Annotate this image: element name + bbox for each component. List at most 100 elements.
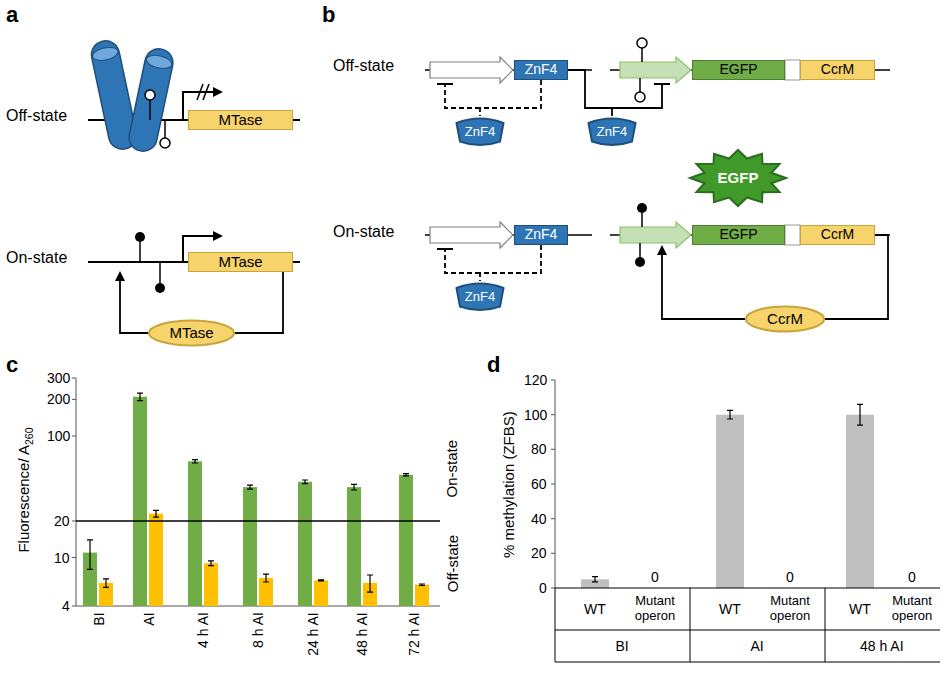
panel-letter: c [6,352,18,377]
node-label: CcrM [821,62,854,77]
state-label: On-state [333,223,394,241]
category-label: 72 h AI [406,612,422,656]
zinc-finger-protein: ZnF4 [587,116,637,148]
gene-box: ZnF4 [514,225,568,245]
lollipop-stem [639,78,641,92]
axis-title-text: Fluorescence/ A [14,445,31,553]
error-bars [87,393,425,592]
arrowhead [115,271,125,281]
repression-line [445,84,480,108]
promoter-block [620,57,691,83]
bar-green [133,397,147,606]
panel-letter: a [6,2,18,27]
repression-bar [437,248,453,250]
methylated-site [635,257,645,267]
arrowhead [657,245,667,255]
bar-green [188,461,202,606]
tick-label: 100 [524,407,547,423]
lollipop-stem [639,243,641,257]
lollipop-stem [159,262,161,283]
table-cell: Mutant operon [762,594,818,624]
gene-box: MTase [188,252,293,272]
y-ticks [72,378,76,606]
bar-grey [846,415,874,588]
lollipop-stem [164,120,166,138]
bar-green [243,487,257,606]
node-label: MTase [169,325,213,342]
enzyme-oval: CcrM [745,306,825,332]
gene-box: EGFP [692,60,785,80]
bar-grey [716,415,744,588]
node-label: EGFP [719,227,757,242]
tick-label: 20 [531,545,547,561]
gene-box: CcrM [800,225,875,245]
tick-label: 10 [54,550,70,566]
repressor-helix [126,46,175,154]
y-axis [76,378,77,606]
tick-label: 100 [47,428,70,444]
node-label: ZnF4 [597,125,627,139]
blocked-slash [203,84,209,100]
unmethylated-site [160,138,170,148]
category-label: 48 h AI [354,612,370,656]
protein-shape [457,119,504,146]
unmethylated-site [145,90,155,100]
state-label: Off-state [333,57,394,75]
protein-shape [457,284,504,311]
repression-line [612,84,662,108]
table-cell: BI [616,638,629,654]
arrowhead [213,231,223,241]
connector [480,245,541,281]
category-label: AI [140,612,156,625]
gene-box: EGFP [692,225,785,245]
node-label: MTase [218,112,262,129]
y-ticks [551,380,555,588]
state-label: On-state [443,439,460,497]
node-label: EGFP [719,62,757,77]
axis-title-subscript: 260 [22,427,34,445]
repression-bar [437,83,453,85]
panel-letter: b [322,2,335,27]
bar-yellow [415,585,429,606]
node-label: ZnF4 [465,125,495,139]
lollipop-stem [139,242,141,262]
category-label: BI [90,612,106,625]
repressor-helix-top [145,53,173,70]
connector [480,80,541,116]
node-label: ZnF4 [465,290,495,304]
tick-label: 20 [54,513,70,529]
table-cell: Mutant operon [627,594,683,624]
node-label: ZnF4 [525,62,558,77]
repression-line [445,249,480,273]
table-lines [555,588,940,662]
axis-title: Fluorescence/ A260 [14,427,34,552]
axis-title: % methylation (ZFBS) [499,411,516,558]
bar-yellow [204,563,218,606]
zinc-finger-protein: ZnF4 [455,281,505,313]
burst-shape [690,150,786,206]
methylated-site [637,203,647,213]
enzyme-oval: MTase [148,320,235,346]
promoter-block [430,222,513,248]
repression-bar [654,83,670,85]
lollipop-stem [641,213,643,227]
tick-label: 40 [531,511,547,527]
node-label: ZnF4 [525,227,558,242]
tick-label: 60 [531,476,547,492]
threshold-line [76,520,440,521]
methylated-site [135,232,145,242]
feedback-arrow [662,254,745,319]
bar-green [298,482,312,606]
tick-label: 300 [47,370,70,386]
node-label: CcrM [821,227,854,242]
blocked-slash [197,84,203,100]
unmethylated-site [635,92,645,102]
connector [568,70,612,116]
table-cell: Mutant operon [884,594,940,624]
category-label: 8 h AI [250,612,266,648]
bar-green [347,487,361,606]
tick-label: 0 [539,580,547,596]
